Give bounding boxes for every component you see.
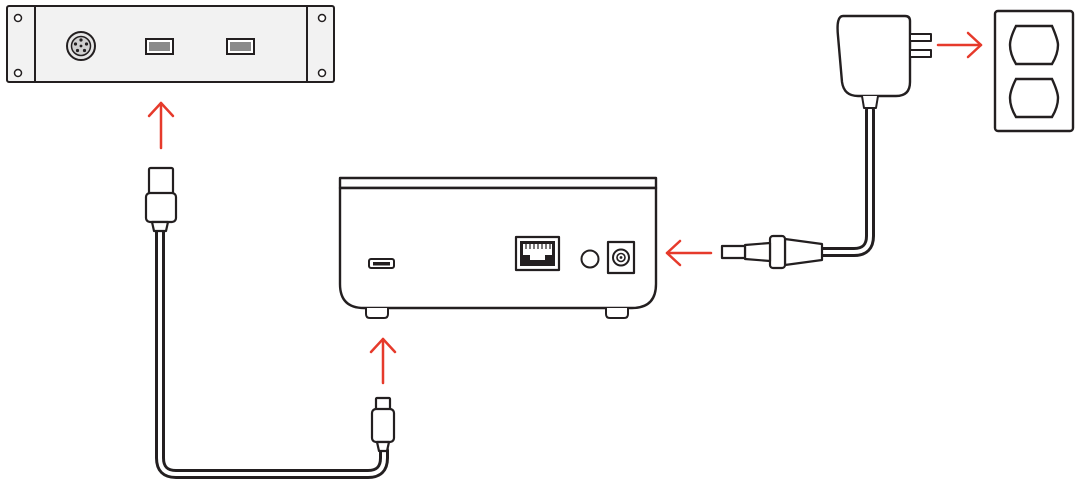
- wall-adapter-icon: [836, 14, 912, 98]
- connection-arrows: [147, 31, 983, 385]
- rack-screw-hole-icon: [317, 68, 327, 78]
- hub-lid: [338, 176, 658, 190]
- din-connector-icon: [66, 31, 96, 61]
- power-adapter: [720, 14, 932, 270]
- hub-device: [338, 176, 658, 319]
- ac-plug-prongs-icon: [909, 33, 932, 58]
- adapter-strain-relief: [861, 95, 879, 109]
- outlet-receptacle-bottom: [1008, 77, 1060, 119]
- usb-a-port-icon: [145, 38, 174, 55]
- arrow-up-icon: [369, 337, 397, 385]
- arrow-up-icon: [147, 101, 175, 150]
- rack-screw-hole-icon: [317, 13, 327, 23]
- outlet-receptacle-top: [1008, 24, 1060, 66]
- arrow-right-icon: [936, 31, 983, 59]
- hub-foot-left: [365, 308, 389, 319]
- rack-panel: [6, 5, 335, 83]
- led-indicator-icon: [580, 249, 600, 269]
- hub-foot-right: [605, 308, 629, 319]
- dc-barrel-plug-icon: [720, 234, 824, 270]
- usb-a-port-icon: [226, 38, 255, 55]
- cable-core: [158, 228, 386, 476]
- rack-screw-hole-icon: [13, 68, 23, 78]
- ethernet-port-icon: [514, 235, 561, 272]
- dc-cable-core: [820, 108, 872, 254]
- wall-outlet: [993, 9, 1075, 133]
- dc-cable-outline: [817, 105, 875, 257]
- arrow-left-icon: [665, 239, 713, 267]
- usb-a-plug-icon: [144, 166, 178, 233]
- micro-usb-plug-icon: [370, 396, 396, 453]
- micro-usb-port-icon: [368, 258, 395, 269]
- hub-body: [338, 186, 658, 310]
- dc-power-jack-icon: [606, 240, 636, 275]
- rack-screw-hole-icon: [13, 13, 23, 23]
- usb-a-to-micro-usb-cable: [144, 166, 396, 479]
